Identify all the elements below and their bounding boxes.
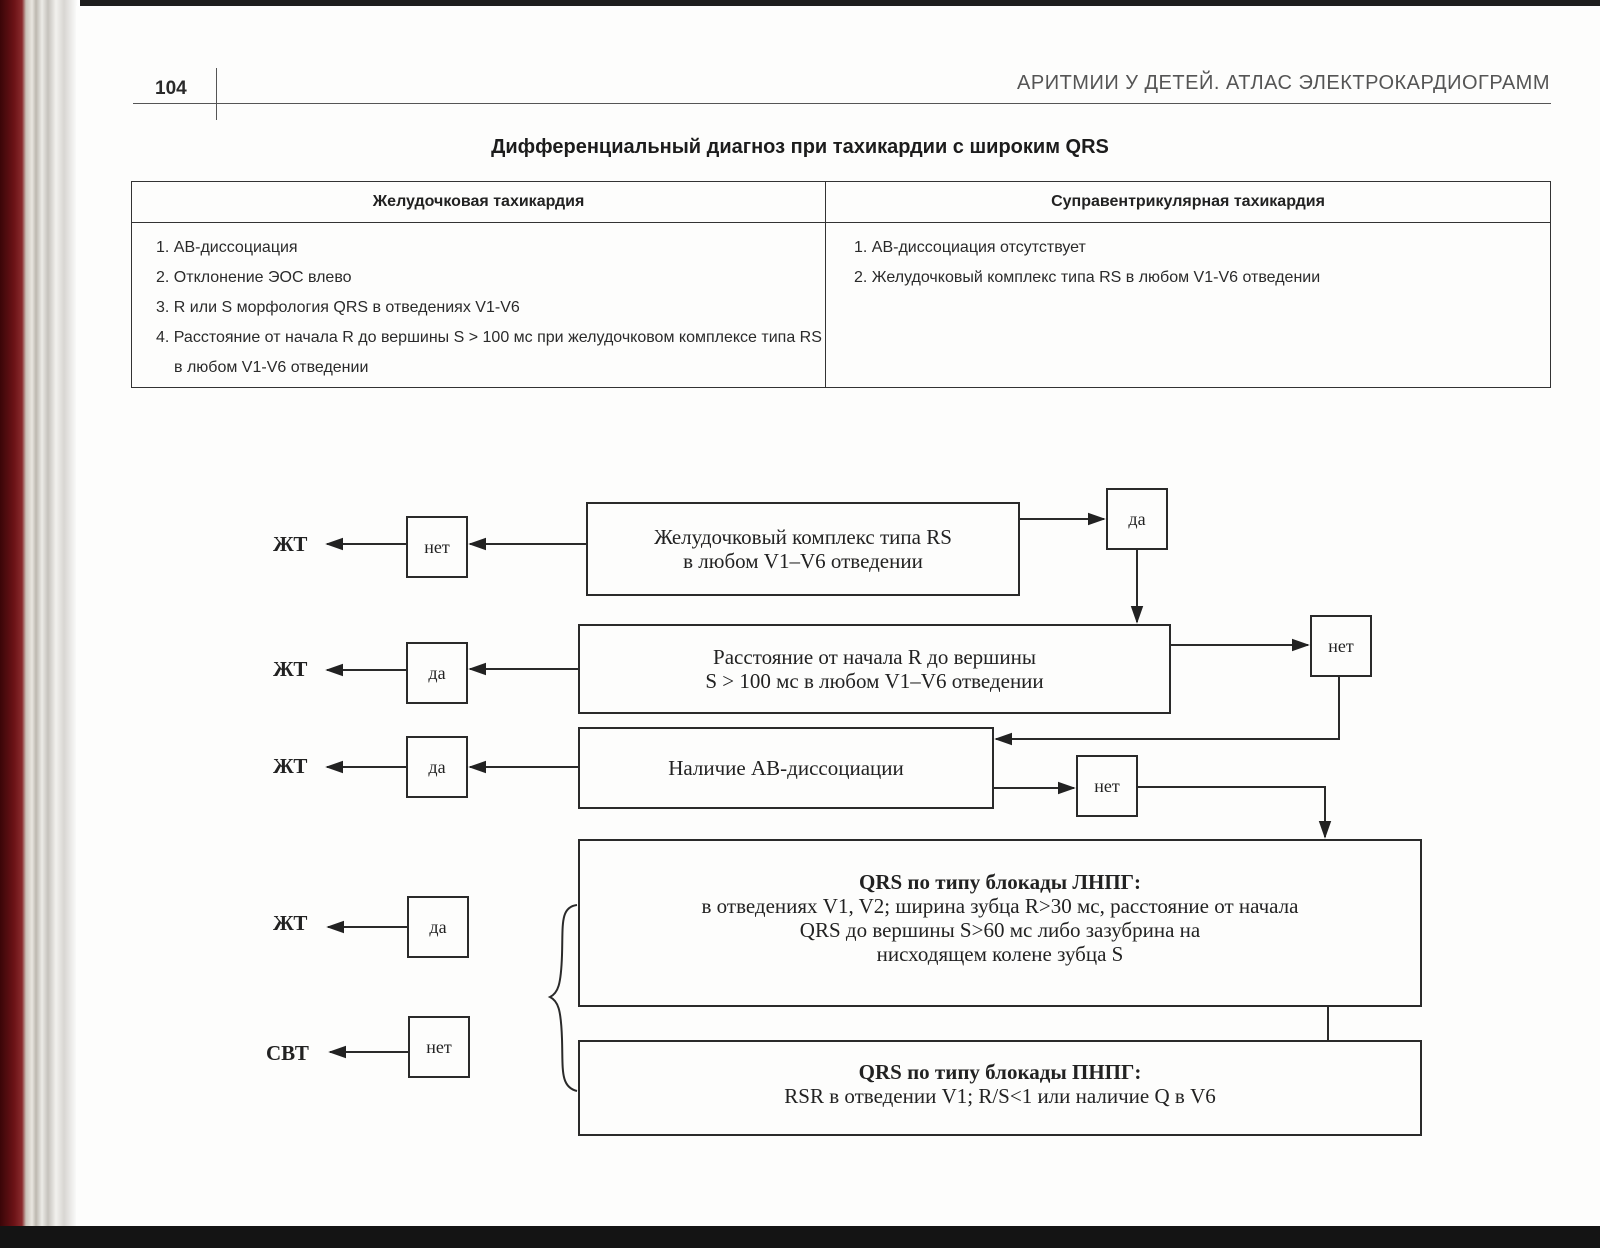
step3-text: Наличие АВ-диссоциации bbox=[668, 756, 904, 780]
step3-no-label: нет bbox=[1094, 776, 1120, 796]
step4b-box bbox=[578, 1040, 1422, 1136]
step4b-text: QRS по типу блокады ПНПГ: RSR в отведени… bbox=[579, 1060, 1421, 1108]
list-item: 1. АВ-диссоциация отсутствует bbox=[854, 239, 1086, 256]
vt-criteria-list: 1. АВ-диссоциация 2. Отклонение ЭОС влев… bbox=[132, 223, 825, 383]
differential-table: Желудочковая тахикардия 1. АВ-диссоциаци… bbox=[131, 181, 1551, 388]
step2-text: Расстояние от начала R до вершины S > 10… bbox=[579, 645, 1170, 693]
step2-no-box bbox=[1310, 615, 1372, 677]
scan-bottom-edge bbox=[0, 1226, 1600, 1248]
step4b-line1: RSR в отведении V1; R/S<1 или наличие Q … bbox=[784, 1084, 1216, 1108]
step4b-no-box bbox=[408, 1016, 470, 1078]
list-item: 4. Расстояние от начала R до вершины S >… bbox=[156, 329, 822, 376]
list-item: 2. Желудочковый комплекс типа RS в любом… bbox=[854, 269, 1321, 286]
step4a-yes-label: да bbox=[429, 917, 447, 937]
step1-line1: Желудочковый комплекс типа RS bbox=[654, 525, 952, 549]
step1-outcome: ЖТ bbox=[273, 532, 308, 556]
step4a-box bbox=[578, 839, 1422, 1007]
arrow-no-to-step4 bbox=[1137, 786, 1332, 839]
step4a-title: QRS по типу блокады ЛНПГ: bbox=[858, 870, 1142, 894]
vt-column-heading: Желудочковая тахикардия bbox=[132, 182, 825, 223]
step1-yes-label: да bbox=[1128, 509, 1146, 529]
step1-no-label: нет bbox=[424, 537, 450, 557]
list-item: 2. Отклонение ЭОС влево bbox=[156, 269, 352, 286]
step4a-line3: нисходящем колене зубца S bbox=[876, 942, 1124, 966]
book-spine-edge bbox=[0, 0, 80, 1248]
vt-column: Желудочковая тахикардия 1. АВ-диссоциаци… bbox=[132, 182, 826, 387]
header-divider-tick bbox=[216, 68, 217, 120]
step3-outcome: ЖТ bbox=[273, 754, 308, 778]
brace bbox=[547, 904, 578, 1092]
step4b-no-label: нет bbox=[426, 1037, 452, 1057]
step2-line1: Расстояние от начала R до вершины bbox=[713, 645, 1036, 669]
step4b-title: QRS по типу блокады ПНПГ: bbox=[858, 1060, 1142, 1084]
step4a-text: QRS по типу блокады ЛНПГ: в отведениях V… bbox=[579, 870, 1421, 966]
running-title: АРИТМИИ У ДЕТЕЙ. АТЛАС ЭЛЕКТРОКАРДИОГРАМ… bbox=[1017, 72, 1550, 94]
step2-line2: S > 100 мс в любом V1–V6 отведении bbox=[705, 669, 1044, 693]
step1-line2: в любом V1–V6 отведении bbox=[683, 549, 923, 573]
step4a-outcome: ЖТ bbox=[273, 911, 308, 935]
step2-outcome: ЖТ bbox=[273, 657, 308, 681]
section-title: Дифференциальный диагноз при тахикардии … bbox=[491, 136, 1109, 158]
step1-text: Желудочковый комплекс типа RS в любом V1… bbox=[587, 525, 1019, 573]
svt-column-heading: Суправентрикулярная тахикардия bbox=[826, 182, 1550, 223]
arrow-no-to-step3 bbox=[994, 676, 1340, 746]
svt-column: Суправентрикулярная тахикардия 1. АВ-дис… bbox=[826, 182, 1550, 387]
step2-yes-box bbox=[406, 642, 468, 704]
page-number: 104 bbox=[155, 78, 187, 99]
step2-yes-label: да bbox=[428, 663, 446, 683]
step4b-outcome: СВТ bbox=[266, 1041, 309, 1065]
list-item: 3. R или S морфология QRS в отведениях V… bbox=[156, 299, 520, 316]
list-item: 1. АВ-диссоциация bbox=[156, 239, 298, 256]
step4a-line1: в отведениях V1, V2; ширина зубца R>30 м… bbox=[701, 894, 1299, 918]
step3-yes-label: да bbox=[428, 757, 446, 777]
step1-no-box bbox=[406, 516, 468, 578]
header-rule bbox=[133, 103, 1551, 104]
step2-no-label: нет bbox=[1328, 636, 1354, 656]
svt-criteria-list: 1. АВ-диссоциация отсутствует 2. Желудоч… bbox=[826, 223, 1550, 293]
step4a-line2: QRS до вершины S>60 мс либо зазубрина на bbox=[799, 918, 1201, 942]
step1-box bbox=[586, 502, 1020, 596]
